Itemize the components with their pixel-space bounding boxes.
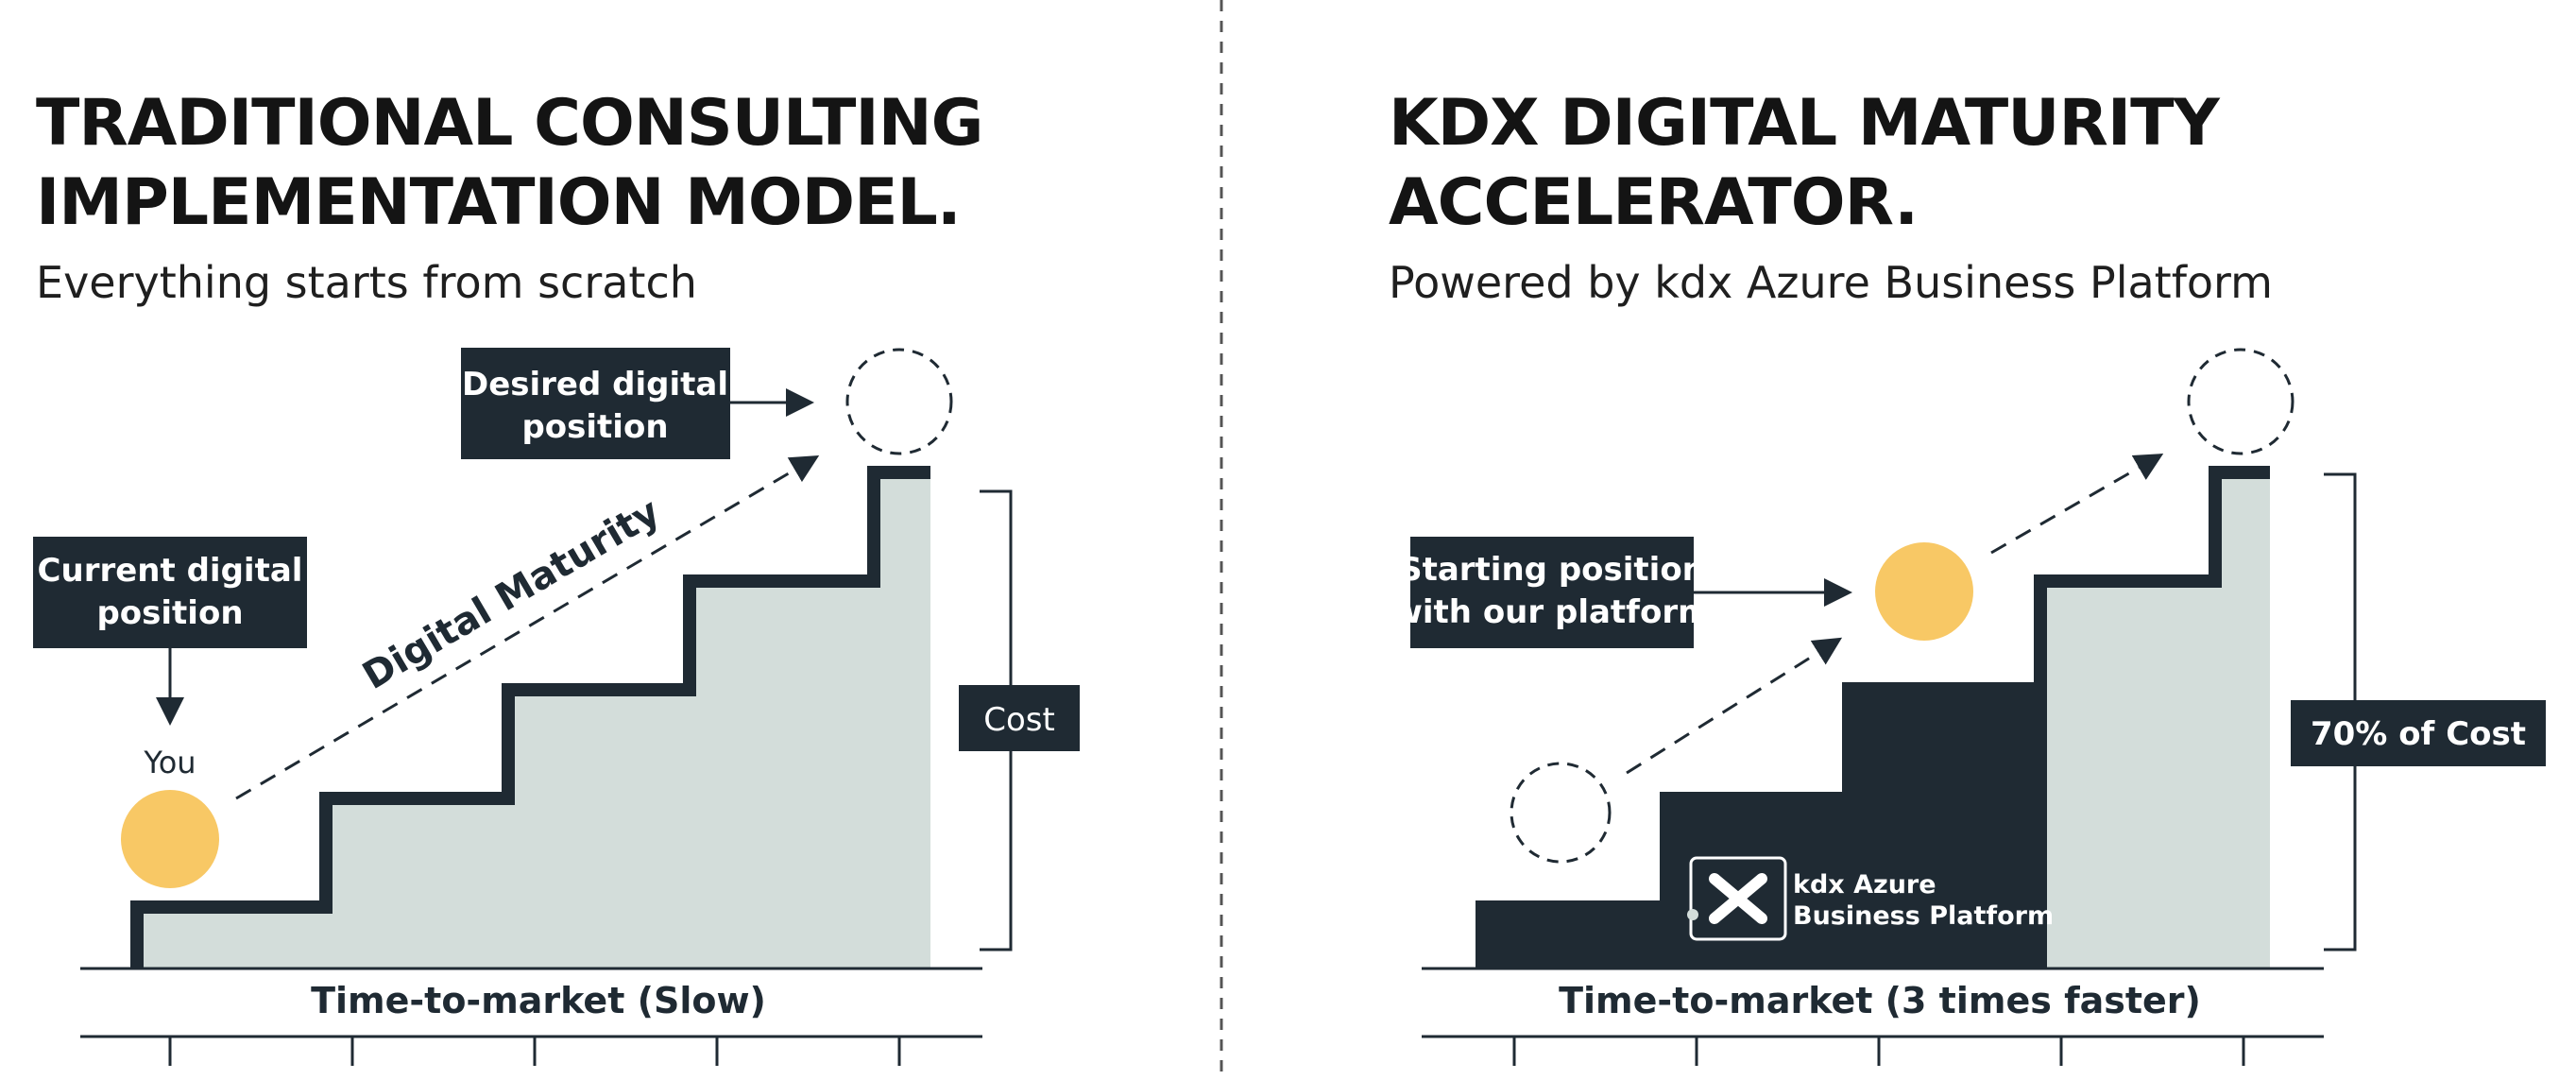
right-start-position-box (1410, 537, 1694, 648)
right-maturity-arrow (1990, 454, 2164, 555)
left-desired-label-line1: Desired digital (462, 366, 728, 403)
right-title-line1: KDX DIGITAL MATURITY (1389, 86, 2220, 161)
left-desired-position-box (461, 348, 730, 459)
left-you-circle (121, 790, 219, 888)
left-cost-label: Cost (983, 701, 1055, 739)
right-platform-steps (1476, 682, 2040, 969)
left-maturity-label: Digital Maturity (355, 490, 667, 698)
right-staircase-fill (2040, 472, 2270, 969)
right-staircase-outline (2034, 466, 2270, 969)
left-current-label-line1: Current digital (38, 552, 303, 590)
left-current-label-line2: position (96, 594, 243, 632)
right-ticks (1512, 1037, 2245, 1066)
left-you-label: You (143, 745, 196, 780)
kdx-x-logo-icon (1687, 856, 1787, 941)
left-subtitle: Everything starts from scratch (36, 257, 697, 308)
left-staircase-outline (130, 466, 930, 969)
right-title-line2: ACCELERATOR. (1389, 165, 1919, 240)
right-axis-label: Time-to-market (3 times faster) (1559, 980, 2201, 1021)
right-origin-circle (1510, 762, 1612, 864)
right-cost-box (2291, 700, 2546, 766)
left-ticks (168, 1037, 901, 1066)
left-current-position-box (33, 537, 307, 648)
right-platform-label-line2: Business Platform (1793, 901, 2054, 931)
left-desired-label-line2: position (521, 408, 668, 446)
left-target-circle (845, 348, 953, 455)
left-cost-box (959, 685, 1080, 751)
left-title-line1: TRADITIONAL CONSULTING (36, 86, 983, 161)
right-subtitle: Powered by kdx Azure Business Platform (1389, 257, 2273, 308)
left-staircase-fill (137, 472, 930, 969)
right-cost-label: 70% of Cost (2311, 715, 2526, 753)
right-start-label-line2: with our platform (1392, 593, 1711, 631)
right-platform-label-line1: kdx Azure (1793, 870, 1936, 900)
right-start-label-line1: Starting position (1399, 551, 1705, 589)
left-title-line2: IMPLEMENTATION MODEL. (36, 165, 962, 240)
right-start-circle (1875, 542, 1973, 641)
left-axis-label: Time-to-market (Slow) (311, 980, 766, 1021)
right-target-circle (2187, 348, 2295, 455)
right-jump-arrow (1626, 637, 1843, 775)
